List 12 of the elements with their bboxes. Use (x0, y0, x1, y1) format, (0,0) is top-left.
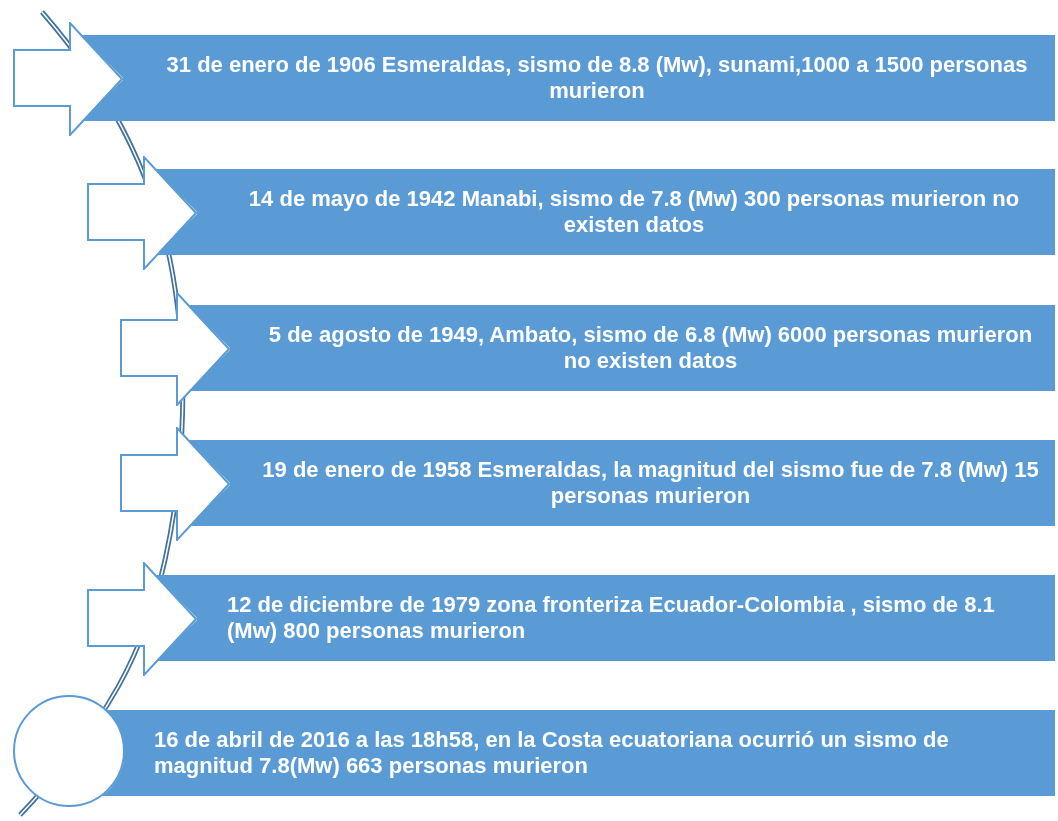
event-text: 19 de enero de 1958 Esmeraldas, la magnitud del sismo fue de 7.8 (Mw) 15 personas murieron (261, 457, 1040, 509)
block-arrow (87, 156, 197, 270)
block-arrow (13, 22, 123, 136)
event-text: 16 de abril de 2016 a las 18h58, en la Costa ecuatoriana ocurrió un sismo de magnitud 7.8(Mw) 663 personas murieron (154, 727, 950, 779)
event-text: 14 de mayo de 1942 Manabi, sismo de 7.8 (Mw) 300 personas murieron no existen datos (247, 186, 1021, 238)
block-arrow (120, 292, 230, 406)
circle-marker (13, 695, 125, 807)
block-arrow (120, 427, 230, 541)
event-text: 5 de agosto de 1949, Ambato, sismo de 6.8 (Mw) 6000 personas murieron no existen datos (267, 322, 1034, 374)
event-text: 12 de diciembre de 1979 zona fronteriza Ecuador-Colombia , sismo de 8.1 (Mw) 800 personas murieron (227, 592, 996, 644)
event-text: 31 de enero de 1906 Esmeraldas, sismo de 8.8 (Mw), sunami,1000 a 1500 personas murieron (165, 52, 1029, 104)
block-arrow (87, 562, 197, 676)
